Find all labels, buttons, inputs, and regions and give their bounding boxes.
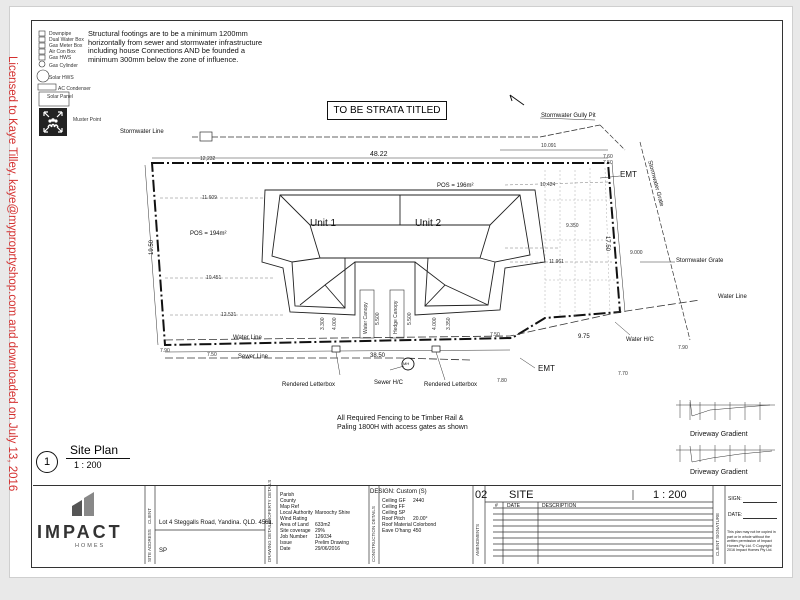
dim-10-424: 10.424 [540,182,556,188]
legend-item-gas-hws: Gas HWS [49,55,72,61]
tb-amend-description: DESCRIPTION [542,503,577,509]
tb-date-label: DATE: [728,512,743,518]
dim-11-961: 11.961 [549,259,564,265]
legend-gas-cylinder: Gas Cylinder [49,63,78,69]
legend-item-gas-meter: Gas Meter Box [49,43,83,49]
dim-top-small: 10.091 [541,143,557,149]
tb-sign-label: SIGN: [728,496,742,502]
label-water-line-left: Water Line [233,335,262,341]
fencing-note-line1: All Required Fencing to be Timber Rail & [337,415,464,422]
tb-sp: SP [159,548,168,554]
dim-bottom-right: 9.75 [578,334,590,340]
label-emt-top: EMT [620,170,637,179]
dim-5-500b: 5.500 [407,312,413,325]
legend-symbols-icon [36,30,70,136]
label-sewer-hc: Sewer H/C [374,380,404,386]
label-water-line-right: Water Line [718,294,747,300]
footing-note: Structural footings are to be a minimum … [88,29,263,64]
label-letterbox-left: Rendered Letterbox [282,382,336,388]
dim-7-50b: 7.50 [207,352,217,358]
label-unit-2: Unit 2 [415,218,442,229]
label-pos-right: POS = 196m² [437,183,474,189]
tb-sheet-number: 02 [475,489,488,501]
legend-muster-point: Muster Point [73,117,102,123]
title-block: CLIENT SITE ADDRESS PROPERTY DETAILS DRA… [33,480,781,564]
tb-construction-details-label: CONSTRUCTION DETAILS [371,506,376,562]
tb-amend-date: DATE [507,503,520,509]
logo-sub: HOMES [75,543,106,549]
dim-7-90a: 7.90 [160,348,170,354]
driveway-gradient-top: Driveway Gradient [690,431,748,438]
driveway-gradient-bottom: Driveway Gradient [690,469,748,476]
drawing-frame [31,20,783,568]
tb-property-details-label: PROPERTY DETAILS [267,479,272,524]
label-stormwater-grate: Stormwater Grate [676,258,724,264]
title-underline [66,458,130,459]
tb-drawing-details-label: DRAWING DETAILS [267,520,272,562]
legend-item-aircon: Air Con Box [49,49,76,55]
dim-right: 17.50 [604,236,610,252]
north-arrow-icon [509,94,525,106]
tb-client-label: CLIENT [147,507,152,524]
dim-7-50c: 7.50 [490,332,500,338]
logo-name: IMPACT [37,522,123,542]
dim-7-80: 7.80 [497,378,507,384]
label-water-canopy: Water Canopy [363,302,369,334]
dim-top-left: 12,232 [200,156,216,162]
dim-10-451: 10.451 [206,275,222,281]
label-mh: MH [403,361,410,366]
dim-7-50a: 7.50 [603,160,613,166]
label-letterbox-right: Rendered Letterbox [424,382,478,388]
tb-site-address-label: SITE ADDRESS [147,529,152,562]
tb-amend-hash: # [495,503,498,509]
dim-12-531: 12.531 [221,312,237,318]
legend-solar-hws: Solar HWS [49,75,74,81]
legend-ac-condenser: AC Condenser [58,86,91,92]
dim-3-350: 3.350 [446,317,452,330]
dim-9-000: 9.000 [630,250,643,256]
dim-7-90b: 7.90 [678,345,688,351]
tb-client-signature-label: CLIENT SIGNATURE [715,512,720,556]
label-water-hc: Water H/C [626,337,654,343]
tb-address: Lot 4 Steggalls Road, Yandina. QLD. 4561… [159,520,274,526]
label-sewer-line: Sewer Line [238,354,269,360]
dim-9-350: 9.350 [566,223,579,229]
dim-top: 48.22 [370,151,388,158]
tb-sheet-name: SITE [509,489,534,501]
dim-5-500a: 5.500 [375,312,381,325]
dim-7-60: 7.60 [603,154,613,160]
tb-design: DESIGN: Custom (S) [370,489,427,495]
legend-solar-panel: Solar Panel [47,94,73,100]
label-emt-bottom: EMT [538,364,555,373]
view-number: 1 [36,451,58,473]
label-stormwater-line: Stormwater Line [120,129,164,135]
tb-copyright: This plan may not be copied in part or i… [727,530,776,553]
dim-11-609: 11.609 [202,195,217,201]
site-plan-title: Site Plan [70,443,119,457]
fencing-note-line2: Paling 1800H with access gates as shown [337,424,468,431]
label-stormwater-gully-pit: Stormwater Gully Pit [541,113,596,119]
dim-left: 19.50 [149,239,155,255]
label-pos-left: POS = 194m² [190,231,227,237]
legend-item-downpipe: Downpipe [49,31,72,37]
label-unit-1: Unit 1 [310,218,337,229]
tb-amendments-label: AMENDMENTS [475,523,480,556]
label-hedge-canopy: Hedge Canopy [393,300,399,334]
tb-scale: 1 : 200 [653,489,687,501]
dim-bottom: 38.50 [370,353,386,359]
legend-item-dual-water: Dual Water Box [49,37,84,43]
dim-4-000b: 4.000 [432,317,438,330]
strata-title-box: TO BE STRATA TITLED [327,101,447,120]
site-plan-scale: 1 : 200 [74,460,102,470]
dim-4-000a: 4.000 [332,317,338,330]
dim-7-70: 7.70 [618,371,628,377]
manhole-icon [401,357,415,371]
impact-logo-icon [72,492,94,516]
dim-3-300: 3.300 [320,317,326,330]
